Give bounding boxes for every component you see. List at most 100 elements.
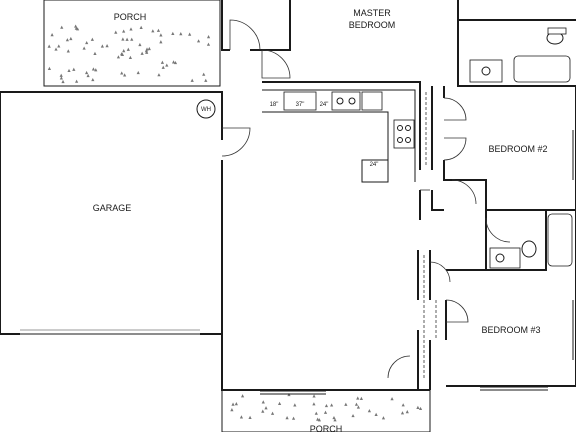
gravel-mark bbox=[122, 49, 126, 53]
gravel-mark bbox=[59, 73, 63, 77]
master-bedroom-label-1: MASTER bbox=[353, 8, 391, 18]
gravel-mark bbox=[248, 415, 252, 419]
porch-bottom-label: PORCH bbox=[310, 424, 343, 432]
gravel-mark bbox=[401, 403, 405, 407]
gravel-mark bbox=[416, 405, 420, 409]
door-swings bbox=[221, 19, 511, 379]
gravel-mark bbox=[100, 44, 104, 48]
gravel-mark bbox=[90, 37, 94, 41]
gravel-mark bbox=[59, 76, 63, 80]
bathtub-master bbox=[513, 55, 571, 83]
gravel-mark bbox=[381, 416, 386, 420]
gravel-mark bbox=[85, 40, 89, 45]
water-heater bbox=[196, 99, 216, 119]
gravel-mark bbox=[121, 37, 125, 41]
gravel-mark bbox=[171, 31, 175, 35]
gravel-mark bbox=[356, 405, 361, 409]
gravel-mark bbox=[74, 26, 78, 30]
gravel-mark bbox=[91, 77, 95, 82]
vanity-bath2 bbox=[489, 247, 521, 269]
master-bedroom-label-2: BEDROOM bbox=[349, 20, 396, 30]
garage-walls bbox=[0, 91, 223, 335]
gravel-mark bbox=[120, 52, 124, 56]
gravel-mark bbox=[105, 44, 109, 48]
gravel-mark bbox=[72, 67, 76, 71]
gravel-mark bbox=[190, 78, 194, 82]
bedroom-3-label: BEDROOM #3 bbox=[481, 325, 540, 335]
gravel-mark bbox=[139, 25, 143, 29]
gravel-mark bbox=[317, 418, 321, 422]
gravel-mark bbox=[67, 68, 71, 73]
porch-top bbox=[43, 0, 221, 87]
stove bbox=[393, 119, 415, 149]
cabinet-label-24b: 24" bbox=[370, 162, 379, 168]
gravel-mark bbox=[156, 28, 161, 32]
cabinet-label-18: 18" bbox=[270, 102, 279, 108]
gravel-mark bbox=[159, 33, 163, 37]
gravel-mark bbox=[140, 51, 144, 55]
kitchen-sink bbox=[331, 91, 361, 111]
gravel-mark bbox=[114, 30, 118, 34]
gravel-mark bbox=[157, 73, 161, 77]
gravel-mark bbox=[264, 406, 268, 410]
gravel-mark bbox=[47, 44, 51, 48]
gravel-mark bbox=[291, 416, 296, 420]
gravel-mark bbox=[66, 49, 70, 53]
gravel-mark bbox=[277, 401, 282, 405]
gravel-mark bbox=[147, 46, 151, 51]
gravel-mark bbox=[374, 412, 378, 416]
gravel-mark bbox=[204, 78, 208, 82]
gravel-mark bbox=[93, 51, 97, 55]
gravel-mark bbox=[171, 60, 176, 64]
gravel-mark bbox=[332, 415, 336, 420]
gravel-mark bbox=[179, 32, 183, 36]
gravel-mark bbox=[400, 411, 405, 415]
bedroom-2-label: BEDROOM #2 bbox=[488, 144, 547, 154]
gravel-mark bbox=[293, 403, 297, 407]
gravel-mark bbox=[130, 37, 134, 41]
cabinet-label-24a: 24" bbox=[320, 102, 329, 108]
gravel-mark bbox=[356, 396, 360, 400]
bathtub-bath2 bbox=[547, 213, 573, 267]
gravel-mark bbox=[196, 39, 201, 43]
gravel-mark bbox=[418, 406, 423, 411]
gravel-mark bbox=[206, 34, 211, 39]
gravel-mark bbox=[69, 36, 73, 41]
gravel-mark bbox=[145, 50, 149, 54]
gravel-mark bbox=[323, 410, 328, 414]
gravel-mark bbox=[120, 71, 124, 75]
gravel-mark bbox=[261, 409, 265, 413]
gravel-mark bbox=[359, 396, 363, 400]
house-walls bbox=[221, 0, 576, 391]
gravel-mark bbox=[234, 401, 238, 406]
gravel-mark bbox=[314, 411, 318, 415]
gravel-mark bbox=[82, 46, 86, 50]
gravel-mark bbox=[75, 79, 79, 83]
gravel-mark bbox=[136, 70, 140, 75]
gravel-mark bbox=[161, 65, 165, 69]
gravel-mark bbox=[261, 400, 265, 404]
gravel-mark bbox=[165, 63, 169, 67]
gravel-mark bbox=[188, 32, 192, 36]
cabinet-label-37: 37" bbox=[296, 102, 305, 108]
gravel-mark bbox=[344, 402, 348, 406]
gravel-mark bbox=[367, 409, 371, 413]
gravel-mark bbox=[125, 37, 129, 41]
gravel-mark bbox=[61, 79, 65, 84]
vanity-master bbox=[469, 59, 503, 83]
gravel-mark bbox=[285, 415, 289, 420]
gravel-mark bbox=[144, 49, 149, 53]
gravel-mark bbox=[123, 73, 127, 77]
gravel-mark bbox=[202, 72, 206, 76]
garage-label: GARAGE bbox=[93, 203, 132, 213]
porch-top-label: PORCH bbox=[114, 12, 147, 22]
gravel-mark bbox=[74, 24, 78, 28]
gravel-mark bbox=[54, 47, 58, 51]
gravel-mark bbox=[324, 403, 329, 408]
gravel-mark bbox=[47, 66, 52, 70]
gravel-mark bbox=[354, 402, 359, 406]
gravel-mark bbox=[240, 394, 245, 398]
gravel-mark bbox=[91, 67, 96, 71]
gravel-mark bbox=[94, 68, 98, 72]
gravel-mark bbox=[206, 42, 211, 46]
